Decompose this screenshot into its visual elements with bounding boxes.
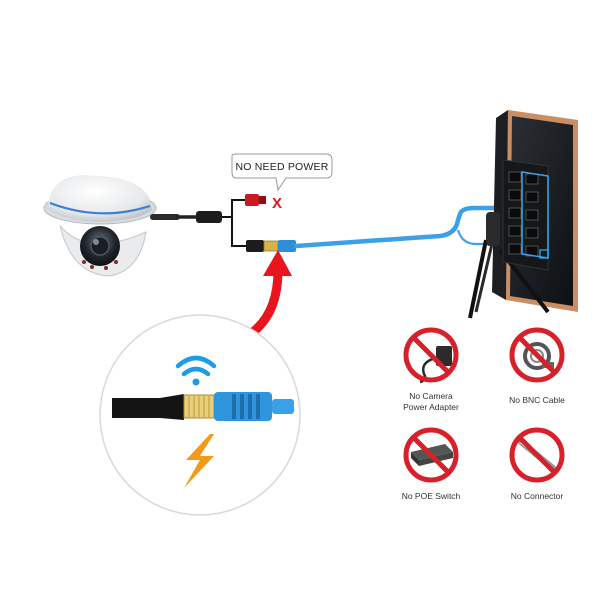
callout-text: NO NEED POWER [235,161,328,173]
no-poe-switch-item: No POE Switch [402,427,461,501]
no-bnc-cable-item: No BNC Cable [509,327,565,405]
item-label-line1: No POE Switch [402,491,461,501]
ethernet-cable-closeup [112,392,294,421]
camera-pigtail-cable [176,199,250,247]
network-cable [293,205,511,249]
item-label-line1: No Connector [511,491,564,501]
wifi-icon [175,355,217,386]
nvr-rj45-ports [508,171,539,257]
dome-camera [43,175,180,277]
poe-nvr-monitor [468,110,578,319]
item-label-line2: Power Adapter [403,402,459,412]
no-power-adapter-item: No Camera Power Adapter [403,327,459,412]
no-need-power-callout: NO NEED POWER [231,153,333,192]
callout-x-mark: X [272,195,282,212]
rj45-plug [246,240,296,252]
lightning-bolt-icon [184,434,214,488]
no-items-grid: No Camera Power Adapter No BNC Cable [402,327,565,501]
zoom-detail-circle [99,314,301,516]
item-label-line1: No BNC Cable [509,395,565,405]
item-label-line1: No Camera [409,391,453,401]
dc-power-plug: X [245,194,282,212]
no-connector-item: No Connector [509,427,565,501]
